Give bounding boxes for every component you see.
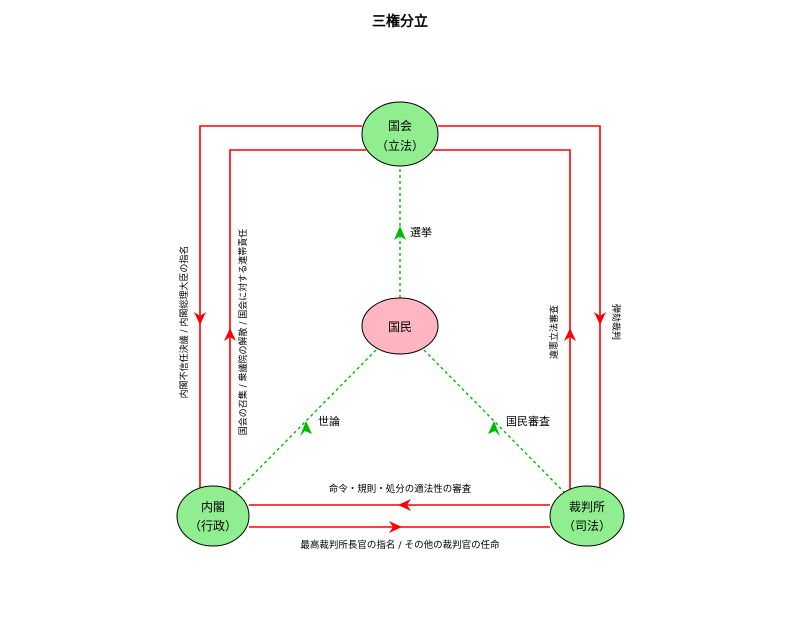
label-election: 選挙 (410, 226, 432, 239)
arrowhead-court-to-diet (564, 328, 576, 341)
label-unconstitutional-review: 違憲立法審査 (548, 305, 560, 359)
arrowhead-cabinet-to-court (389, 521, 402, 533)
label-no-confidence-nomination: 内閣不信任決議 / 内閣総理大臣の指名 (178, 246, 190, 399)
diagram-title: 三権分立 (372, 13, 428, 30)
arrowhead-diet-to-court (594, 312, 606, 325)
node-diet-role: （立法） (376, 138, 424, 153)
node-diet: 国会 （立法） (361, 101, 439, 167)
arrow-diet-to-court-outer (438, 125, 601, 492)
arrowhead-people-to-cabinet (300, 421, 312, 436)
arrowhead-people-to-court (488, 421, 500, 436)
arrow-court-to-diet-inner (434, 149, 571, 492)
node-diet-name: 国会 (388, 119, 412, 133)
node-court-name: 裁判所 (569, 500, 605, 514)
label-public-opinion: 世論 (318, 414, 340, 428)
arrowhead-people-to-diet (394, 226, 406, 240)
label-chief-justice-appointment: 最高裁判所長官の指名 / その他の裁判官の任命 (300, 539, 500, 551)
arrow-diet-to-cabinet-outer (199, 125, 362, 492)
node-cabinet-name: 内閣 (201, 500, 225, 514)
node-people-name: 国民 (388, 320, 412, 334)
arrowhead-cabinet-to-diet (224, 328, 236, 341)
node-cabinet-role: （行政） (189, 519, 237, 533)
arrow-cabinet-to-diet-inner (229, 149, 366, 492)
node-court: 裁判所 （司法） (549, 485, 625, 547)
node-cabinet: 内閣 （行政） (176, 485, 250, 547)
label-impeachment: 弾劾裁判 (610, 304, 622, 340)
arrowhead-diet-to-cabinet (194, 312, 206, 325)
label-convene-dissolve: 国会の召集 / 衆議院の解散 / 国会に対する連帯責任 (237, 229, 249, 436)
label-order-review: 命令・規則・処分の適法性の審査 (329, 483, 472, 495)
arrowhead-court-to-cabinet (398, 499, 411, 511)
node-people: 国民 (361, 297, 439, 355)
node-court-role: （司法） (563, 519, 611, 533)
label-judicial-review-people: 国民審査 (506, 414, 550, 428)
